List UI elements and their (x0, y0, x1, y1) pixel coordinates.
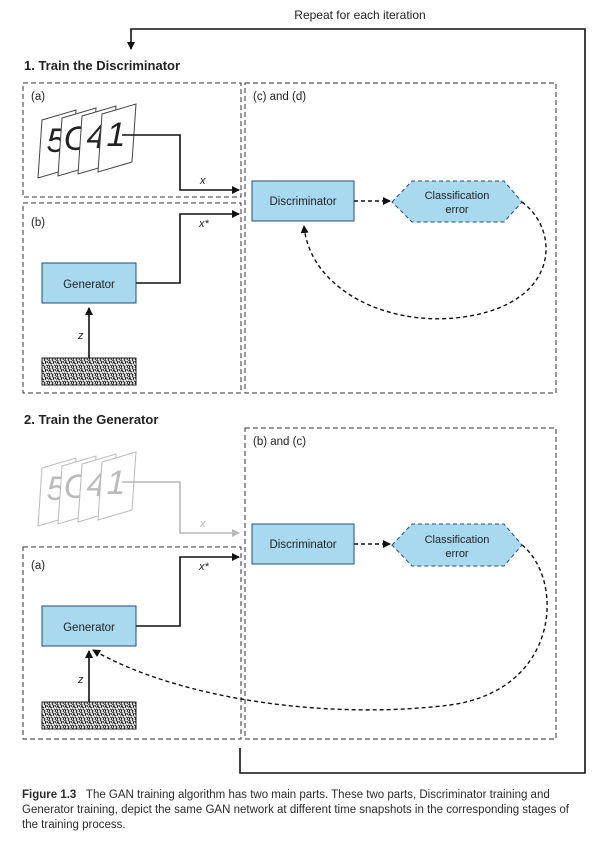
discriminator-label-1: Discriminator (269, 196, 336, 208)
backprop-arrow-1 (300, 201, 547, 320)
panel-2bc-label: (b) and (c) (253, 436, 306, 448)
z-label-2: z (77, 674, 84, 686)
real-images-stack: 5 C 4 1 (37, 103, 137, 179)
panel-1a (22, 82, 242, 198)
panel-1b (22, 202, 242, 394)
z-label-1: z (77, 330, 84, 342)
discriminator-box-1 (251, 180, 355, 222)
classification-error-text2-2: error (445, 548, 469, 560)
section2-title: 2. Train the Generator (24, 412, 158, 427)
discriminator-label-2: Discriminator (269, 539, 336, 551)
classification-error-text2-1: error (445, 204, 469, 216)
real-digit-4: 1 (107, 116, 126, 154)
caption-figure-number: Figure 1.3 (22, 789, 77, 801)
noise-input-1 (41, 357, 137, 386)
panel-1cd (244, 82, 557, 394)
x-label-1: x (199, 175, 206, 187)
x-label-2: x (199, 518, 206, 530)
x-star-label-2: x* (198, 561, 210, 573)
repeat-loop-arrow (127, 28, 586, 774)
generator-label-1: Generator (63, 279, 115, 291)
x-arrow-2 (122, 481, 240, 537)
discriminator-box-2 (251, 523, 355, 565)
figure-caption: Figure 1.3 The GAN training algorithm ha… (22, 788, 587, 833)
panel-2a-label: (a) (31, 560, 45, 572)
panel-1b-label: (b) (31, 217, 45, 229)
generator-label-2: Generator (63, 622, 115, 634)
panel-2a (22, 546, 242, 740)
classification-error-text1-1: Classification (425, 190, 490, 202)
x-arrow-1 (122, 134, 240, 194)
backprop-arrow-2 (92, 544, 548, 711)
real-images-stack-faded: 5 C 4 1 (37, 451, 137, 527)
panel-1cd-label: (c) and (d) (253, 91, 306, 103)
panel-1a-label: (a) (31, 91, 45, 103)
section1-title: 1. Train the Discriminator (24, 58, 180, 73)
noise-input-2 (41, 701, 137, 730)
x-star-arrow-1 (136, 210, 240, 284)
classification-error-text1-2: Classification (425, 534, 490, 546)
x-star-arrow-2 (136, 553, 240, 627)
panel-2bc (244, 427, 557, 740)
x-star-label-1: x* (198, 218, 210, 230)
caption-text: The GAN training algorithm has two main … (22, 789, 569, 831)
faded-digit-4: 1 (107, 464, 126, 502)
repeat-label: Repeat for each iteration (294, 8, 425, 22)
